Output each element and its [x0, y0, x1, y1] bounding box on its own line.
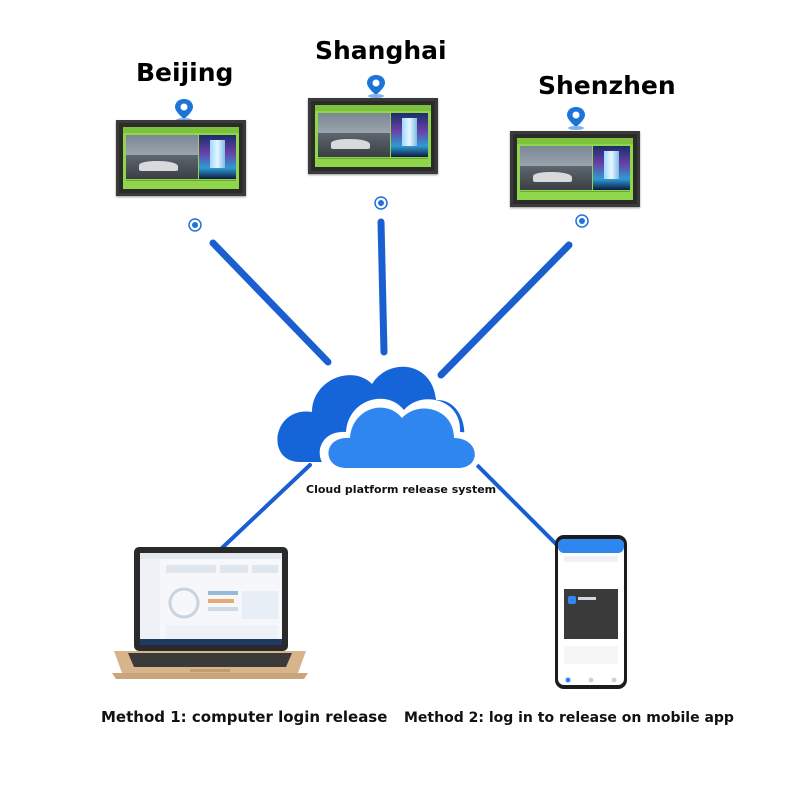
target-dot-icon: [374, 196, 388, 210]
location-pin-icon: [175, 99, 193, 122]
target-dot-icon: [575, 214, 589, 228]
link-shenzhen: [437, 241, 573, 379]
laptop-icon: [112, 547, 308, 679]
display-screen-shenzhen: [510, 131, 640, 207]
cloud-platform-label: Cloud platform release system: [306, 483, 497, 496]
location-pin-icon: [567, 107, 585, 130]
method2-caption: Method 2: log in to release on mobile ap…: [404, 710, 734, 726]
city-label-shenzhen: Shenzhen: [538, 71, 676, 100]
cloud-icon: [277, 366, 482, 472]
target-dot-icon: [188, 218, 202, 232]
link-beijing: [209, 239, 332, 366]
display-screen-beijing: [116, 120, 246, 196]
link-shanghai: [377, 218, 388, 356]
link-phone: [476, 464, 558, 546]
link-laptop: [220, 463, 312, 550]
location-pin-icon: [367, 75, 385, 98]
smartphone-icon: [555, 535, 627, 689]
method1-caption: Method 1: computer login release: [101, 708, 388, 726]
city-label-shanghai: Shanghai: [315, 36, 447, 65]
display-screen-shanghai: [308, 98, 438, 174]
city-label-beijing: Beijing: [136, 58, 234, 87]
